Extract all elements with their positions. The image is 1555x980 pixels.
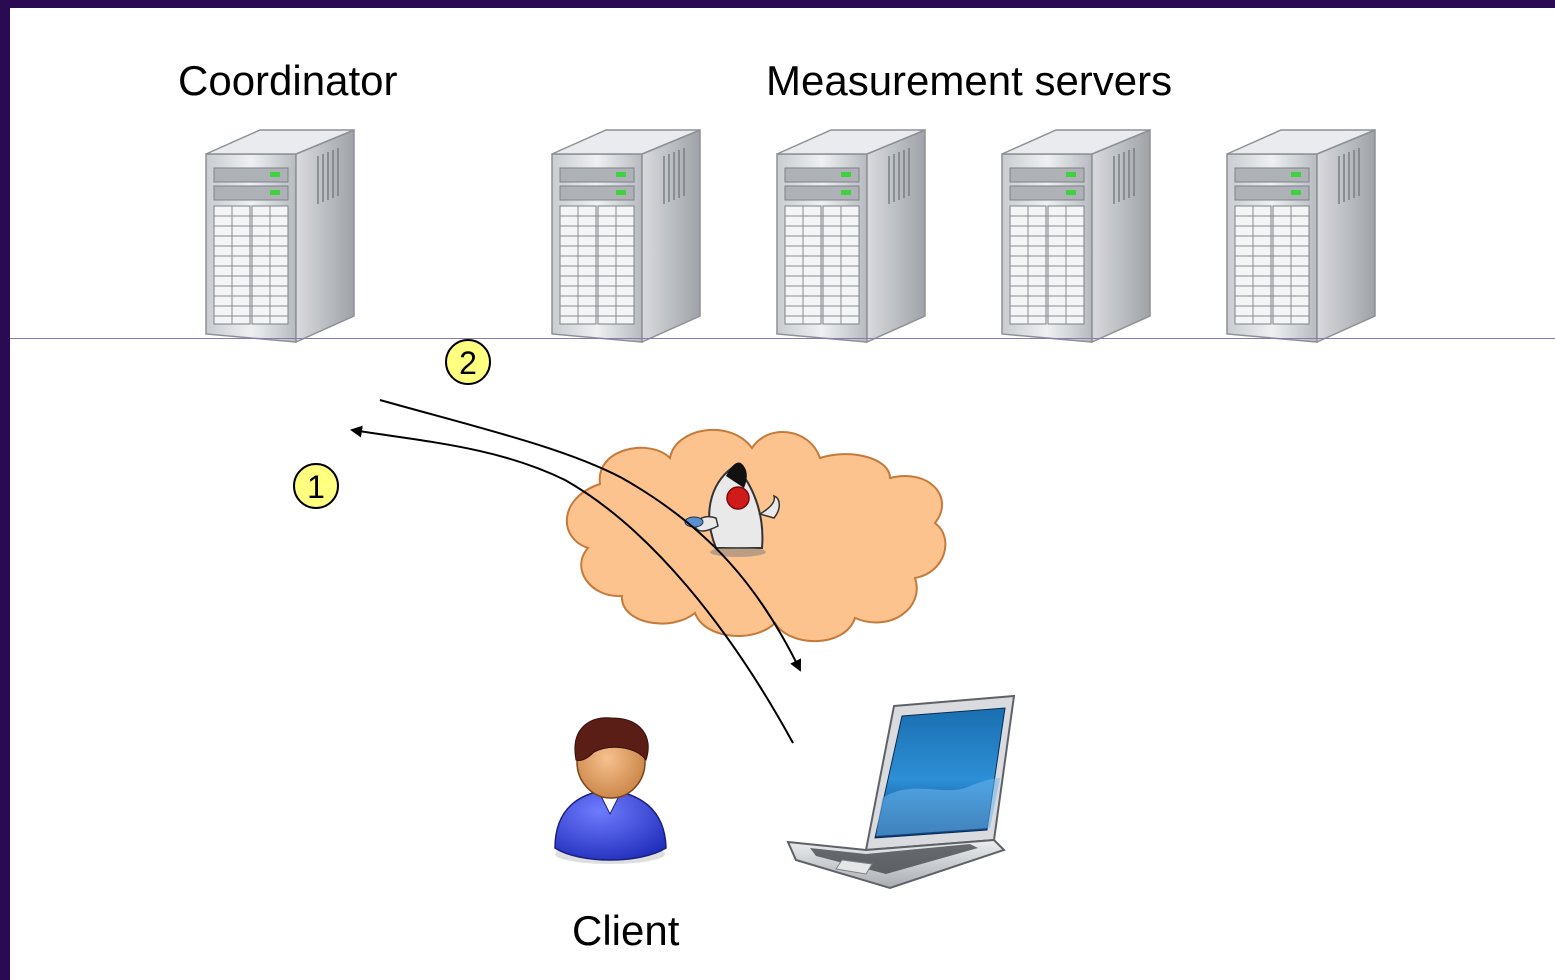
step-2-badge: 2 xyxy=(445,339,491,385)
client-label: Client xyxy=(572,907,680,954)
diagram-overlay: 2 1 xyxy=(293,339,1016,890)
java-mascot-icon xyxy=(684,462,780,557)
step-2-number: 2 xyxy=(459,345,477,381)
step-1-number: 1 xyxy=(307,469,325,505)
step-1-badge: 1 xyxy=(293,463,339,509)
arrow-step-1 xyxy=(350,425,794,744)
coordinator-label: Coordinator xyxy=(178,57,398,104)
arrow-step-2 xyxy=(379,399,802,672)
laptop-icon xyxy=(786,694,1016,890)
diagram-canvas: Coordinator Measurement servers xyxy=(10,8,1555,980)
user-icon xyxy=(554,717,667,864)
measurement-servers-label: Measurement servers xyxy=(766,57,1173,104)
network-divider-line xyxy=(10,338,1555,339)
